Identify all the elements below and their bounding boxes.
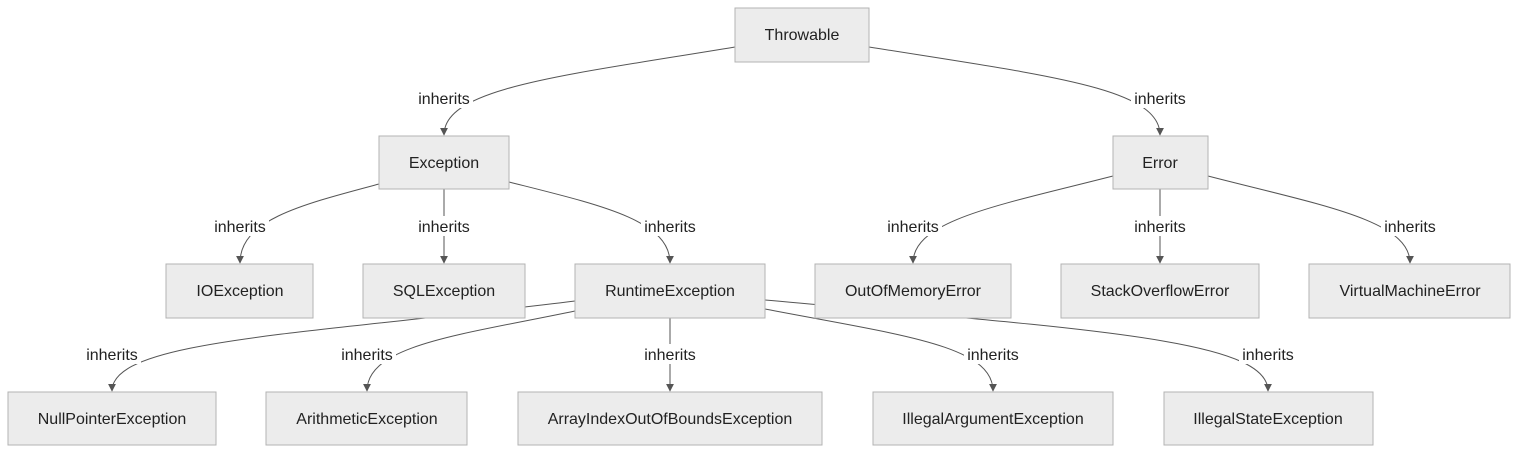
edge-label: inherits [1134,219,1186,236]
edge-label: inherits [967,347,1019,364]
edge-label: inherits [418,219,470,236]
node-label: IOException [196,283,283,300]
node-runtimeexception: RuntimeException [574,263,766,319]
node-throwable: Throwable [734,7,870,63]
node-label: StackOverflowError [1091,283,1230,300]
edge-label: inherits [644,219,696,236]
edge-label: inherits [1134,91,1186,108]
edges: inherits inherits inherits inherits inhe… [83,46,1439,392]
edge-throwable-error: inherits [868,46,1189,136]
node-stackoverflowerror: StackOverflowError [1060,263,1260,319]
edge-label: inherits [887,219,939,236]
edge-runtimeexception-arithmeticexception: inherits [338,310,576,392]
edge-label: inherits [214,219,266,236]
node-exception: Exception [378,135,510,190]
edge-runtimeexception-arrayindexoutofboundsexception: inherits [641,317,699,392]
node-illegalargumentexception: IllegalArgumentException [872,391,1114,446]
edge-label: inherits [644,347,696,364]
edge-exception-ioexception: inherits [211,183,380,264]
node-arrayindexoutofboundsexception: ArrayIndexOutOfBoundsException [517,391,823,446]
edge-exception-sqlexception: inherits [415,189,473,264]
node-label: ArrayIndexOutOfBoundsException [548,411,793,428]
edge-exception-runtimeexception: inherits [508,181,699,264]
node-ioexception: IOException [165,263,314,319]
node-label: OutOfMemoryError [845,283,982,300]
node-label: IllegalStateException [1193,411,1342,428]
edge-runtimeexception-illegalargumentexception: inherits [764,308,1022,392]
node-label: ArithmeticException [296,411,437,428]
edge-label: inherits [1384,219,1436,236]
node-nullpointerexception: NullPointerException [7,391,217,446]
node-label: IllegalArgumentException [902,411,1083,428]
edge-error-outofmemoryerror: inherits [884,175,1114,264]
node-virtualmachineerror: VirtualMachineError [1308,263,1511,319]
node-label: Throwable [765,27,840,44]
node-error: Error [1112,135,1209,190]
node-label: Error [1142,155,1178,172]
node-arithmeticexception: ArithmeticException [265,391,468,446]
node-label: Exception [409,155,479,172]
node-illegalstateexception: IllegalStateException [1163,391,1374,446]
edge-label: inherits [418,91,470,108]
node-label: RuntimeException [605,283,735,300]
edge-throwable-exception: inherits [415,46,736,136]
nodes: Throwable Exception Error IOException SQ… [7,7,1511,446]
node-label: VirtualMachineError [1339,283,1481,300]
node-label: NullPointerException [38,411,187,428]
node-outofmemoryerror: OutOfMemoryError [814,263,1012,319]
edge-label: inherits [341,347,393,364]
edge-error-stackoverflowerror: inherits [1131,189,1189,264]
node-label: SQLException [393,283,495,300]
edge-label: inherits [1242,347,1294,364]
edge-label: inherits [86,347,138,364]
node-sqlexception: SQLException [362,263,526,319]
edge-error-virtualmachineerror: inherits [1207,175,1439,264]
